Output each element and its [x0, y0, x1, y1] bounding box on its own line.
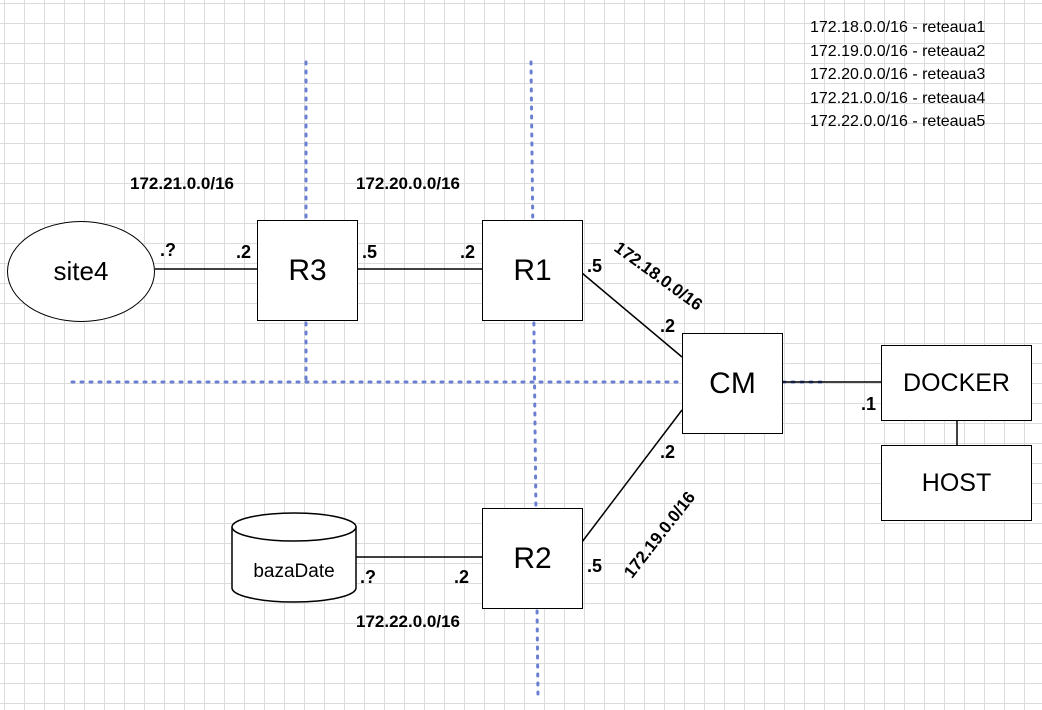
port-label: .5 — [587, 256, 603, 276]
legend-item: 172.20.0.0/16 - reteaua3 — [810, 66, 986, 83]
router-r3[interactable]: R3 — [257, 220, 358, 321]
network-label: 172.22.0.0/16 — [356, 612, 460, 631]
port-label: .? — [360, 567, 376, 587]
link-r2-cm — [581, 409, 683, 543]
network-legend: 172.18.0.0/16 - reteaua1 172.19.0.0/16 -… — [810, 16, 985, 134]
legend-item: 172.18.0.0/16 - reteaua1 — [810, 19, 986, 36]
host-node[interactable]: HOST — [881, 445, 1032, 521]
port-label: .2 — [460, 242, 476, 262]
database-cylinder — [231, 512, 357, 603]
legend-item: 172.21.0.0/16 - reteaua4 — [810, 89, 986, 107]
docker-node[interactable]: DOCKER — [881, 345, 1032, 421]
router-r2[interactable]: R2 — [482, 508, 583, 609]
port-label: .2 — [454, 567, 470, 587]
port-label: .1 — [861, 394, 877, 414]
router-r1[interactable]: R1 — [482, 220, 583, 321]
link-r1-cm — [581, 272, 683, 358]
site4-node[interactable]: site4 — [7, 221, 155, 322]
port-label: .2 — [660, 442, 676, 462]
port-label: .5 — [587, 556, 603, 576]
network-label: 172.20.0.0/16 — [356, 174, 460, 193]
legend-item: 172.19.0.0/16 - reteaua2 — [810, 42, 986, 60]
port-label: .2 — [236, 242, 252, 262]
cm-node[interactable]: CM — [682, 333, 783, 434]
port-label: .2 — [660, 316, 676, 336]
legend-item: 172.22.0.0/16 - reteaua5 — [810, 113, 986, 130]
database-label[interactable]: bazaDate — [253, 561, 335, 582]
port-label: .? — [160, 240, 176, 260]
port-label: .5 — [362, 242, 378, 262]
network-label: 172.21.0.0/16 — [130, 174, 234, 193]
divider-vertical-2 — [529, 60, 540, 699]
